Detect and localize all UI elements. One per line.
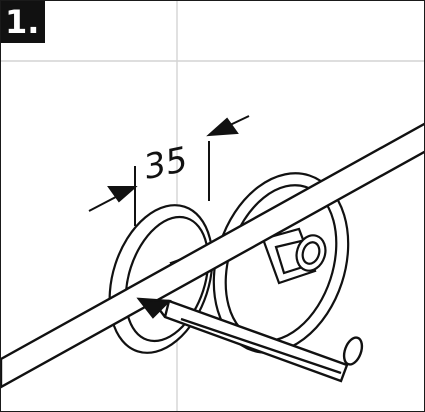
dimension-label: 35 [141, 140, 192, 188]
arrow-left-icon [107, 186, 138, 203]
arrow-right-icon [206, 117, 239, 137]
dimension-markers [88, 115, 250, 226]
pencil-icon [136, 297, 364, 383]
rod-icon [1, 122, 424, 389]
step-number-badge: 1. [1, 1, 45, 43]
